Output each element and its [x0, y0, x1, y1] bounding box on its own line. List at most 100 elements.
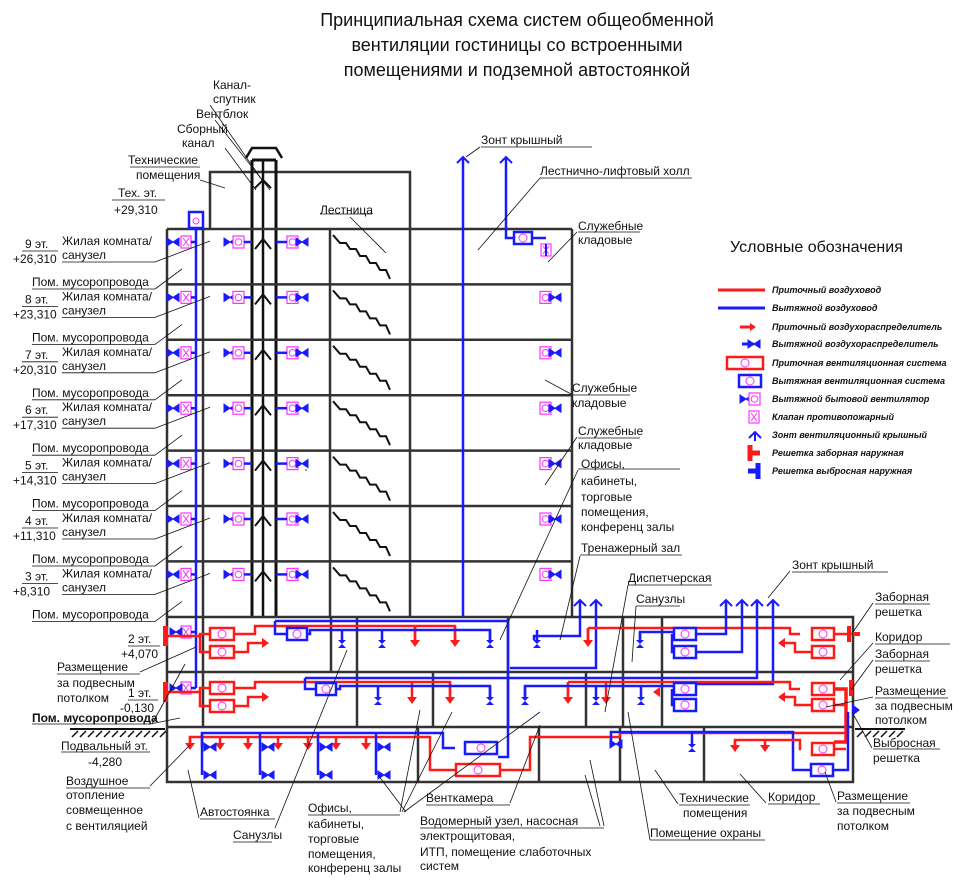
- fan-rotor: [234, 570, 243, 579]
- diffuser-head: [521, 697, 529, 705]
- leader-line: [154, 324, 183, 345]
- legend-item-label: Зонт вентиляционный крышный: [772, 430, 928, 440]
- supply-diffuser-icon: [740, 323, 756, 331]
- supply-diffuser-icon: [583, 628, 593, 647]
- ground-hatch: [159, 730, 167, 738]
- floor-level: 3 эт.: [25, 569, 48, 583]
- exhaust-diffuser-icon: [521, 686, 529, 705]
- floor-chute-label: Пом. мусоропровода: [32, 386, 149, 400]
- supply-diffuser-icon: [778, 638, 785, 648]
- label-ceiling-bottom-2: за подвесным: [837, 804, 915, 818]
- fan-box: [232, 401, 245, 415]
- diffuser-head: [215, 743, 225, 750]
- legend-item-label: Вытяжной воздухораспределитель: [772, 339, 939, 349]
- label-stair-lift-hall: Лестнично-лифтовый холл: [540, 164, 690, 178]
- supply-diffuser-icon: [243, 737, 253, 750]
- fire-damper-icon: [180, 235, 192, 249]
- ground-hatch: [888, 730, 896, 738]
- exhaust-diffuser-icon: [166, 514, 180, 524]
- label-ceiling-bottom-3: потолком: [837, 819, 889, 833]
- supply-duct: [168, 686, 210, 694]
- fire-damper-icon: [180, 567, 192, 582]
- supply-unit-icon: [810, 697, 836, 713]
- label-offices-top-2: кабинеты,: [581, 474, 637, 488]
- exhaust-diffuser-icon: [533, 630, 541, 648]
- leader-line: [274, 649, 348, 829]
- fan-box: [232, 567, 245, 582]
- fan-rotor: [750, 395, 759, 403]
- diffuser-head: [450, 640, 460, 647]
- floor-room-label-2: санузел: [62, 303, 106, 317]
- supply-duct: [234, 695, 262, 708]
- label-chute-floor1: Пом. мусоропровода: [32, 711, 158, 725]
- diffuser-head: [185, 743, 195, 750]
- ground-hatch: [896, 730, 904, 738]
- roof-hood-icon: [735, 598, 749, 607]
- ground-hatch: [111, 730, 119, 738]
- unit-casing: [725, 355, 765, 371]
- shaft-chevron: [254, 514, 272, 527]
- diffuser-head: [760, 745, 770, 752]
- exhaust-diffuser-icon: [374, 686, 382, 705]
- supply-diffuser-icon: [653, 687, 660, 697]
- label-storage-3: Служебные: [578, 424, 643, 438]
- exhaust-duct: [670, 689, 674, 707]
- label-kanal-sputnik: Канал-: [213, 78, 251, 92]
- floor-room-label-2: санузел: [62, 359, 106, 373]
- floor-room-label: Жилая комната/: [62, 456, 153, 470]
- exhaust-unit-icon: [672, 697, 698, 713]
- household-fan-icon: [539, 512, 562, 526]
- leader-line: [154, 406, 211, 429]
- label-ceiling-left-2: за подвесным: [57, 676, 135, 690]
- label-storage-1b: кладовые: [578, 233, 633, 247]
- unit-fan: [680, 700, 690, 710]
- stair-flight: [332, 455, 391, 502]
- damper-cross: [182, 459, 190, 468]
- exhaust-diffuser-icon: [636, 632, 644, 648]
- ground-hatch: [71, 730, 79, 738]
- unit: [737, 373, 763, 389]
- leader-line: [154, 545, 183, 567]
- stair-flight: [332, 566, 391, 612]
- tech-floor-elevation: +29,310: [114, 203, 158, 217]
- exhaust-duct: [696, 600, 744, 654]
- unit-fan: [518, 233, 528, 243]
- leader-line: [224, 147, 257, 191]
- diffuser-head: [338, 640, 346, 648]
- damper-cross: [182, 683, 190, 693]
- floor-room-label: Жилая комната/: [62, 400, 153, 414]
- fan-rotor: [234, 293, 243, 302]
- unit-casing: [463, 740, 499, 756]
- leader-line: [824, 771, 837, 803]
- legend-item-exhaust-diffuser: Вытяжной воздухораспределитель: [742, 339, 939, 349]
- supply-duct: [168, 632, 210, 638]
- exhaust-diffuser-icon: [338, 630, 346, 648]
- household-fan-icon: [223, 235, 245, 249]
- label-parking: Автостоянка: [200, 805, 270, 819]
- supply-duct-main-f1: [234, 680, 452, 697]
- legend-item-label: Приточный воздуховод: [772, 285, 882, 295]
- leader-line: [584, 774, 601, 827]
- exhaust-duct-main-f1: [305, 600, 759, 680]
- exhaust-diffuser-icon: [486, 686, 494, 705]
- household-fan-icon: [539, 290, 562, 304]
- supply-unit-icon: [208, 680, 236, 696]
- fire-damper-icon: [180, 290, 192, 304]
- ground-hatch: [119, 730, 127, 738]
- unit-casing: [809, 762, 835, 778]
- label-tech-bottom-2: помещения: [683, 806, 747, 820]
- exhaust-riser-right: [834, 712, 850, 772]
- legend-item-supply-diffuser: Приточный воздухораспределитель: [740, 322, 942, 332]
- floor-chute-label: Пом. мусоропровода: [32, 441, 149, 455]
- diffuser-head: [730, 745, 740, 752]
- intake-grille-icon: [847, 626, 860, 642]
- exhaust-unit-icon: [809, 762, 835, 778]
- leader-line: [154, 601, 183, 622]
- supply-duct: [500, 735, 620, 772]
- fan-bowtie-icon: [548, 569, 562, 580]
- damper-cross: [182, 514, 190, 524]
- fan-bowtie-icon: [548, 347, 562, 358]
- shaft-chevron: [254, 458, 272, 472]
- label-offices-bottom-4: помещения,: [308, 847, 376, 861]
